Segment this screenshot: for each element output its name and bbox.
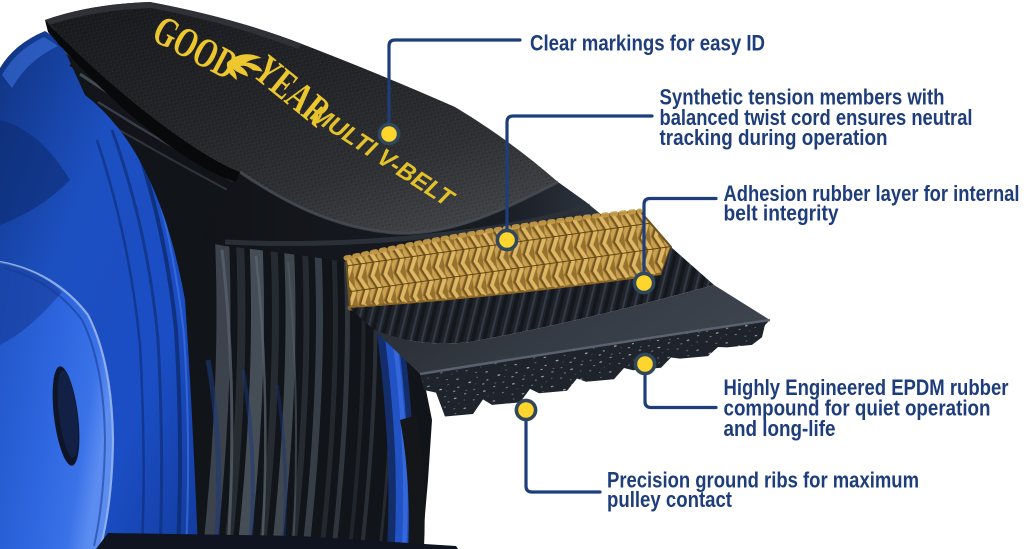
svg-text:belt integrity: belt integrity <box>724 201 840 226</box>
svg-text:pulley contact: pulley contact <box>607 487 733 512</box>
svg-text:compound for quiet operation: compound for quiet operation <box>724 396 991 421</box>
svg-text:tracking during operation: tracking during operation <box>660 125 888 150</box>
svg-text:balanced twist cord ensures ne: balanced twist cord ensures neutral <box>660 105 973 130</box>
svg-text:Synthetic tension members with: Synthetic tension members with <box>660 85 945 110</box>
svg-text:and long-life: and long-life <box>724 416 836 441</box>
svg-text:Adhesion rubber layer for inte: Adhesion rubber layer for internal <box>724 181 1020 206</box>
svg-text:Precision ground ribs for maxi: Precision ground ribs for maximum <box>607 468 919 493</box>
svg-text:Clear markings for easy ID: Clear markings for easy ID <box>530 31 765 56</box>
svg-text:Highly Engineered EPDM rubber: Highly Engineered EPDM rubber <box>724 375 1009 400</box>
